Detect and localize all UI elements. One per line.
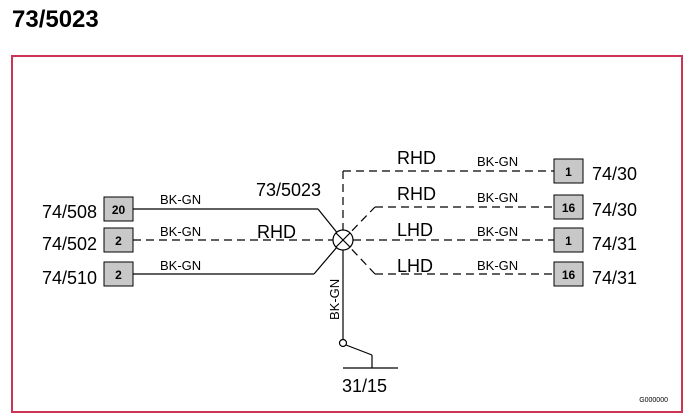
figure-code: G000000 bbox=[639, 397, 668, 404]
splice-icon bbox=[332, 229, 354, 251]
connector-id: 74/31 bbox=[592, 234, 637, 254]
connector-pin-box bbox=[103, 261, 134, 287]
wire-color-label: BK-GN bbox=[160, 224, 201, 239]
ground-label: 31/15 bbox=[342, 376, 387, 396]
ground-terminal bbox=[338, 338, 348, 348]
connector-pin-box bbox=[103, 227, 134, 253]
connector-pin: 2 bbox=[115, 268, 122, 282]
variant-label: RHD bbox=[257, 222, 296, 242]
wire-color-label: BK-GN bbox=[477, 258, 518, 273]
connector-pin: 16 bbox=[562, 201, 576, 215]
connector-pin: 16 bbox=[562, 268, 576, 282]
connector-pin: 2 bbox=[115, 234, 122, 248]
connector-id: 74/31 bbox=[592, 268, 637, 288]
page-title: 73/5023 bbox=[12, 6, 99, 33]
connector-pin-box bbox=[553, 194, 584, 220]
connector-id: 74/508 bbox=[42, 202, 97, 222]
connector-pin: 1 bbox=[565, 234, 572, 248]
connector-pin: 20 bbox=[112, 203, 126, 217]
variant-label: RHD bbox=[397, 184, 436, 204]
connector-id: 74/30 bbox=[592, 164, 637, 184]
wire-color-label: BK-GN bbox=[477, 224, 518, 239]
connector-id: 74/30 bbox=[592, 200, 637, 220]
connector-pin: 1 bbox=[565, 165, 572, 179]
wire-color-label: BK-GN bbox=[160, 192, 201, 207]
connector-pin-box bbox=[553, 227, 584, 253]
connector-pin-box bbox=[553, 158, 584, 184]
ground-switch bbox=[345, 344, 373, 356]
connector-pin-box bbox=[103, 196, 134, 222]
diagram-frame bbox=[11, 55, 683, 413]
wire-color-label: BK-GN bbox=[477, 190, 518, 205]
splice-label: 73/5023 bbox=[256, 180, 321, 200]
connector-id: 74/502 bbox=[42, 234, 97, 254]
variant-label: LHD bbox=[397, 220, 433, 240]
variant-label: LHD bbox=[397, 256, 433, 276]
variant-label: RHD bbox=[397, 148, 436, 168]
wire-color-label: BK-GN bbox=[477, 154, 518, 169]
ground-wire-color: BK-GN bbox=[327, 279, 342, 320]
connector-pin-box bbox=[553, 261, 584, 287]
connector-id: 74/510 bbox=[42, 268, 97, 288]
wire-color-label: BK-GN bbox=[160, 258, 201, 273]
